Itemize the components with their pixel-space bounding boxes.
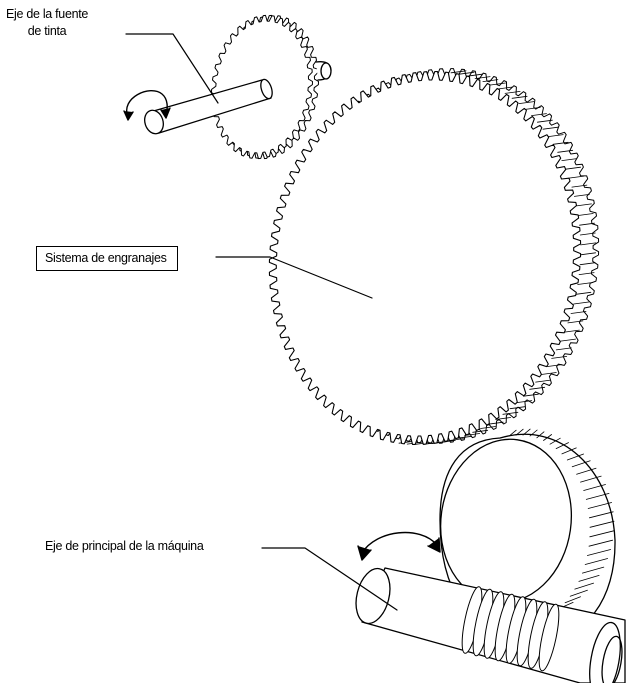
label-ink-fountain-shaft: Eje de la fuente de tinta: [6, 6, 88, 40]
label-gear-system: Sistema de engranajes: [36, 246, 178, 271]
label-ink-fountain-shaft-line1: Eje de la fuente: [6, 6, 88, 23]
main-shaft-rotation-arrow-icon: [358, 533, 440, 560]
label-ink-fountain-shaft-line2: de tinta: [6, 23, 88, 40]
label-main-machine-shaft: Eje de principal de la máquina: [45, 538, 203, 555]
